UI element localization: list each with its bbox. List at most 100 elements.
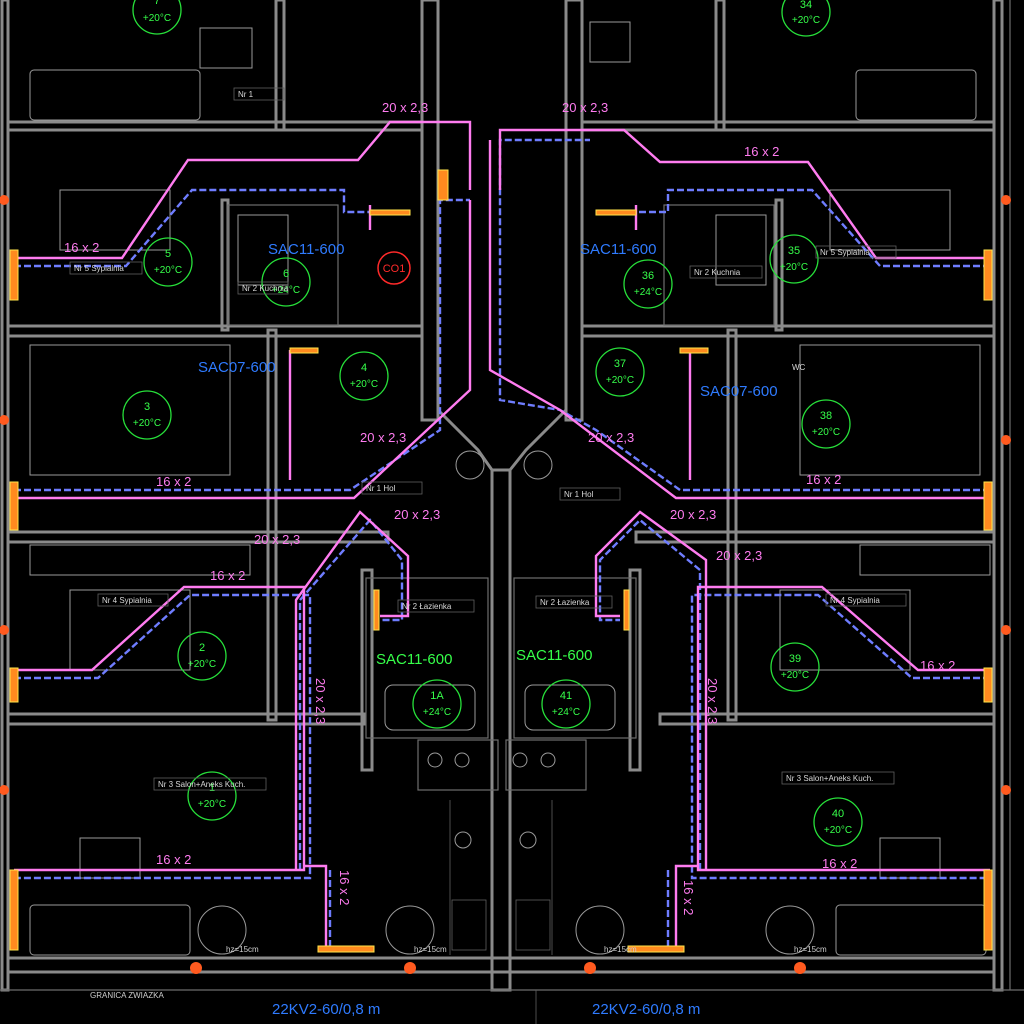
unit-label: SAC11-600 (516, 647, 592, 664)
room-marker-34: 34 +20°C (781, 0, 831, 37)
valve-icon (1001, 785, 1011, 795)
svg-text:38: 38 (820, 410, 832, 422)
pipe-label: 20 x 2,3 (705, 678, 720, 724)
room-tag: WC (792, 363, 806, 372)
svg-text:2: 2 (199, 642, 205, 654)
valve-icon (0, 415, 9, 425)
room-marker-1a: 1A+24°C (412, 679, 462, 729)
svg-text:35: 35 (788, 245, 800, 257)
svg-text:+24°C: +24°C (272, 285, 300, 296)
svg-text:6: 6 (283, 268, 289, 280)
unit-label: SAC11-600 (268, 241, 344, 258)
valve-icon (584, 962, 596, 974)
svg-text:+20°C: +20°C (350, 379, 378, 390)
room-tag: Nr 4 Sypialnia (102, 596, 152, 605)
svg-text:4: 4 (361, 362, 367, 374)
svg-text:+24°C: +24°C (634, 287, 662, 298)
pipe-label: 16 x 2 (210, 568, 245, 583)
bottom-labels: 22KV2-60/0,8 m 22KV2-60/0,8 m (272, 1001, 700, 1018)
room-marker-40: 40 +20°C (813, 797, 863, 847)
room-tag: Nr 2 Kuchnia (694, 268, 741, 277)
walls (0, 0, 1011, 992)
unit-labels: SAC11-600 SAC11-600 SAC07-600 SAC07-600 (198, 241, 778, 400)
dim-label: hz=15cm (794, 945, 827, 954)
pipe-label: 20 x 2,3 (716, 548, 762, 563)
svg-text:+20°C: +20°C (143, 13, 171, 24)
svg-text:+20°C: +20°C (780, 262, 808, 273)
svg-text:1: 1 (209, 782, 215, 794)
room-marker-1: 1 +20°C (187, 771, 237, 821)
svg-text:+20°C: +20°C (198, 799, 226, 810)
unit-label: SAC07-600 (198, 359, 276, 376)
room-tag: Nr 1 (238, 90, 254, 99)
pipe-label: 16 x 2 (337, 870, 352, 905)
pipe-label: 16 x 2 (681, 880, 696, 915)
valve-icon (1001, 435, 1011, 445)
room-tag: Nr 3 Salon+Aneks Kuch. (786, 774, 873, 783)
room-tag: Nr 3 Salon+Aneks Kuch. (158, 780, 245, 789)
pipe-label: 20 x 2,3 (360, 430, 406, 445)
room-tag: Nr 1 Hol (366, 484, 396, 493)
room-marker-4: 4 +20°C (339, 351, 389, 401)
room-marker-35: 35 +20°C (769, 234, 819, 284)
room-tag: Nr 4 Sypialnia (830, 596, 880, 605)
footer-note: GRANICA ZWIAZKA (90, 991, 164, 1000)
radiator (317, 945, 375, 953)
svg-text:40: 40 (832, 808, 844, 820)
room-markers: 7+20°C 34+20°C 5+20°C 6+24°C 35+20°C 36+… (122, 0, 863, 847)
wall-valves (0, 195, 1011, 974)
room-marker-36: 36 +24°C (623, 259, 673, 309)
svg-text:+20°C: +20°C (824, 825, 852, 836)
svg-text:+20°C: +20°C (792, 15, 820, 26)
bottom-label-left: 22KV2-60/0,8 m (272, 1001, 380, 1018)
valve-icon (190, 962, 202, 974)
pipe-label: 20 x 2,3 (670, 507, 716, 522)
pipe-label: 16 x 2 (64, 240, 99, 255)
co-marker: CO1 (377, 251, 411, 285)
valve-icon (1001, 625, 1011, 635)
valve-icon (404, 962, 416, 974)
radiator (679, 347, 709, 354)
svg-text:34: 34 (800, 0, 812, 11)
unit-label: SAC11-600 (376, 651, 452, 668)
room-tag: Nr 5 Sypialnia (820, 248, 870, 257)
radiator (595, 209, 637, 216)
supply-pipes (14, 120, 990, 952)
radiators (9, 169, 993, 953)
room-marker-2: 2 +20°C (177, 631, 227, 681)
room-tag: Nr 2 Łazienka (402, 602, 452, 611)
room-tag: Nr 2 Łazienka (540, 598, 590, 607)
radiator (9, 481, 19, 531)
svg-text:41: 41 (560, 690, 572, 702)
svg-text:36: 36 (642, 270, 654, 282)
room-marker-41: 41+24°C (541, 679, 591, 729)
pipe-label: 16 x 2 (806, 472, 841, 487)
pipe-label: 20 x 2,3 (588, 430, 634, 445)
svg-text:+20°C: +20°C (188, 659, 216, 670)
radiator (983, 869, 993, 951)
radiator (983, 667, 993, 703)
pipe-label: 20 x 2,3 (382, 100, 428, 115)
room-tag: Nr 2 Kuchnia (242, 284, 289, 293)
valve-icon (0, 195, 9, 205)
pipe-label: 16 x 2 (156, 852, 191, 867)
svg-text:+20°C: +20°C (133, 418, 161, 429)
radiator (369, 209, 411, 216)
valve-icon (1001, 195, 1011, 205)
radiator (623, 589, 630, 631)
svg-text:+20°C: +20°C (781, 670, 809, 681)
radiator (437, 169, 449, 201)
radiator (9, 249, 19, 301)
svg-text:+20°C: +20°C (606, 375, 634, 386)
svg-text:+20°C: +20°C (154, 265, 182, 276)
svg-text:CO1: CO1 (383, 263, 406, 275)
radiator (983, 481, 993, 531)
dim-label: hz=15cm (226, 945, 259, 954)
room-marker-38: 38+20°C (801, 399, 851, 449)
unit-labels-green: SAC11-600 SAC11-600 (376, 647, 592, 668)
room-marker-37: 37+20°C (595, 347, 645, 397)
svg-text:3: 3 (144, 401, 150, 413)
valve-icon (0, 625, 9, 635)
radiator (9, 869, 19, 951)
valve-icon (794, 962, 806, 974)
